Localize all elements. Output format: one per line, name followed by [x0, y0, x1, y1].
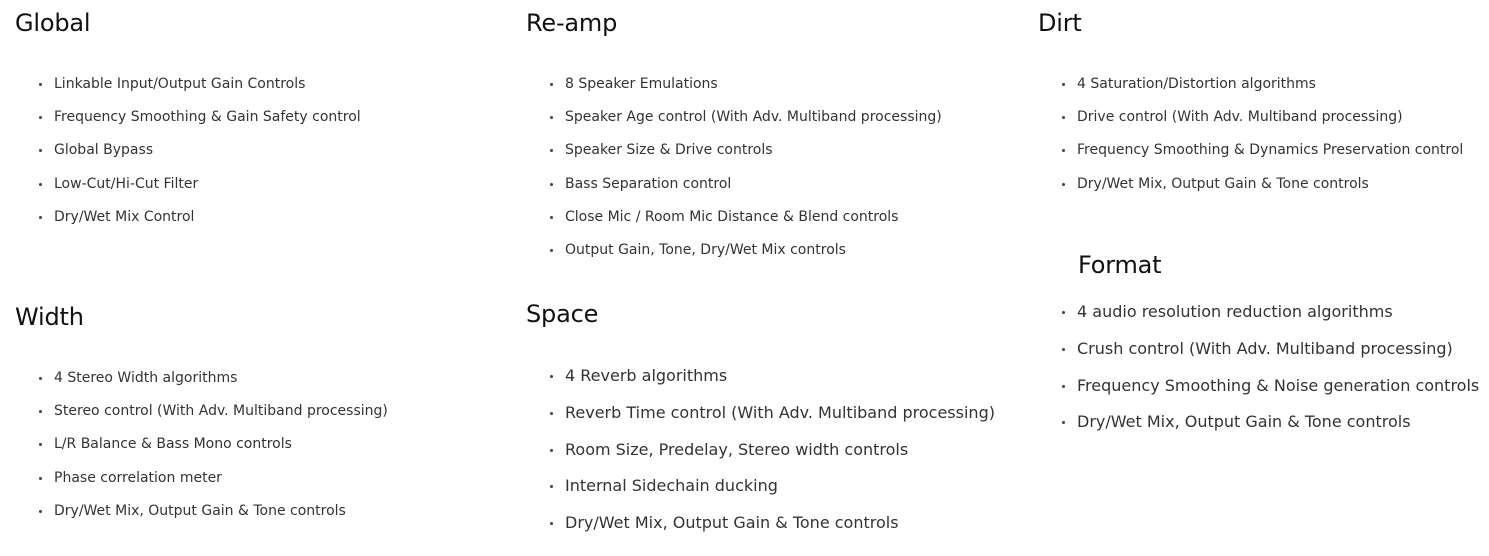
list-item: Crush control (With Adv. Multiband proce… [1062, 339, 1479, 376]
list-item: Drive control (With Adv. Multiband proce… [1062, 108, 1463, 141]
list-item: 8 Speaker Emulations [550, 75, 942, 108]
list-item: Global Bypass [39, 141, 361, 174]
list-item: Dry/Wet Mix, Output Gain & Tone controls [39, 502, 388, 535]
section-title-reamp: Re-amp [526, 9, 618, 37]
list-item: Dry/Wet Mix Control [39, 208, 361, 241]
list-item: Room Size, Predelay, Stereo width contro… [550, 440, 995, 477]
list-item: Linkable Input/Output Gain Controls [39, 75, 361, 108]
list-item: Reverb Time control (With Adv. Multiband… [550, 403, 995, 440]
section-global: Global Linkable Input/Output Gain Contro… [15, 9, 361, 225]
list-item: Dry/Wet Mix, Output Gain & Tone controls [1062, 175, 1463, 208]
section-reamp: Re-amp 8 Speaker Emulations Speaker Age … [526, 9, 942, 258]
list-item: Frequency Smoothing & Dynamics Preservat… [1062, 141, 1463, 174]
list-item: Speaker Size & Drive controls [550, 141, 942, 174]
list-item: Close Mic / Room Mic Distance & Blend co… [550, 208, 942, 241]
section-dirt: Dirt 4 Saturation/Distortion algorithms … [1038, 9, 1463, 192]
list-item: Speaker Age control (With Adv. Multiband… [550, 108, 942, 141]
list-item: Frequency Smoothing & Noise generation c… [1062, 376, 1479, 413]
list-item: Low-Cut/Hi-Cut Filter [39, 175, 361, 208]
feature-list-space: 4 Reverb algorithms Reverb Time control … [550, 366, 995, 550]
feature-list-reamp: 8 Speaker Emulations Speaker Age control… [550, 75, 942, 274]
section-title-dirt: Dirt [1038, 9, 1082, 37]
list-item: Output Gain, Tone, Dry/Wet Mix controls [550, 241, 942, 274]
section-title-width: Width [15, 303, 84, 331]
feature-list-format: 4 audio resolution reduction algorithms … [1062, 302, 1479, 449]
feature-list-dirt: 4 Saturation/Distortion algorithms Drive… [1062, 75, 1463, 208]
list-item: 4 Reverb algorithms [550, 366, 995, 403]
list-item: 4 Stereo Width algorithms [39, 369, 388, 402]
list-item: Internal Sidechain ducking [550, 476, 995, 513]
section-space: Space 4 Reverb algorithms Reverb Time co… [526, 300, 995, 532]
section-title-format: Format [1078, 251, 1162, 279]
list-item: L/R Balance & Bass Mono controls [39, 435, 388, 468]
list-item: Phase correlation meter [39, 469, 388, 502]
list-item: Stereo control (With Adv. Multiband proc… [39, 402, 388, 435]
list-item: 4 Saturation/Distortion algorithms [1062, 75, 1463, 108]
section-width: Width 4 Stereo Width algorithms Stereo c… [15, 303, 388, 519]
feature-list-global: Linkable Input/Output Gain Controls Freq… [39, 75, 361, 241]
list-item: Dry/Wet Mix, Output Gain & Tone controls [1062, 412, 1479, 449]
section-format: Format 4 audio resolution reduction algo… [1038, 251, 1479, 431]
section-title-space: Space [526, 300, 599, 328]
list-item: Dry/Wet Mix, Output Gain & Tone controls [550, 513, 995, 550]
list-item: Bass Separation control [550, 175, 942, 208]
list-item: 4 audio resolution reduction algorithms [1062, 302, 1479, 339]
section-title-global: Global [15, 9, 91, 37]
list-item: Frequency Smoothing & Gain Safety contro… [39, 108, 361, 141]
feature-list-width: 4 Stereo Width algorithms Stereo control… [39, 369, 388, 535]
